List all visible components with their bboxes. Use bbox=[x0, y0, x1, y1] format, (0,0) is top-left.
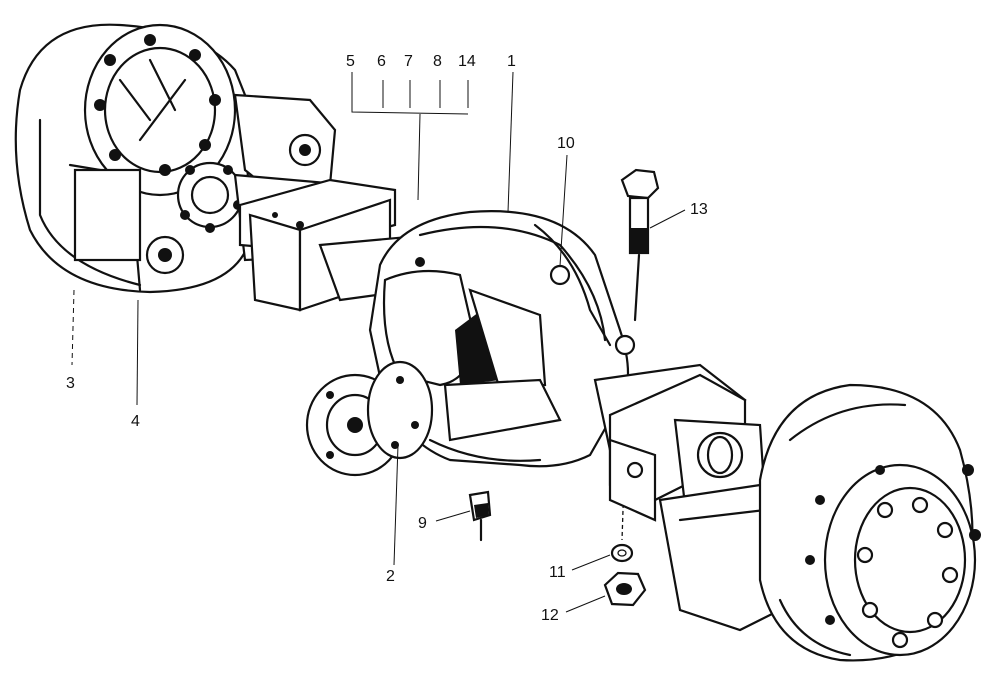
callout-1: 1 bbox=[507, 53, 516, 70]
callout-11: 11 bbox=[549, 564, 566, 581]
left-wheel-hub bbox=[14, 23, 337, 294]
callout-9: 9 bbox=[418, 515, 427, 532]
right-axle-tube bbox=[608, 373, 782, 632]
callout-labels: 5 6 7 8 14 1 10 13 3 4 9 2 11 12 bbox=[66, 53, 708, 624]
leader-lines bbox=[71, 71, 686, 613]
callout-14: 14 bbox=[458, 53, 476, 70]
callout-8: 8 bbox=[433, 53, 442, 70]
callout-10: 10 bbox=[557, 135, 575, 152]
washer bbox=[610, 543, 634, 563]
input-flange bbox=[305, 360, 434, 477]
u-bolt bbox=[620, 168, 660, 541]
callout-2: 2 bbox=[386, 568, 395, 585]
drain-plug bbox=[468, 490, 492, 542]
left-axle-tube bbox=[233, 173, 452, 312]
callout-13: 13 bbox=[690, 201, 708, 218]
callout-4: 4 bbox=[131, 413, 140, 430]
callout-12: 12 bbox=[541, 607, 559, 624]
callout-3: 3 bbox=[66, 375, 75, 392]
nut bbox=[603, 571, 647, 607]
right-wheel-hub bbox=[758, 383, 981, 662]
callout-6: 6 bbox=[377, 53, 386, 70]
callout-5: 5 bbox=[346, 53, 355, 70]
callout-7: 7 bbox=[404, 53, 413, 70]
